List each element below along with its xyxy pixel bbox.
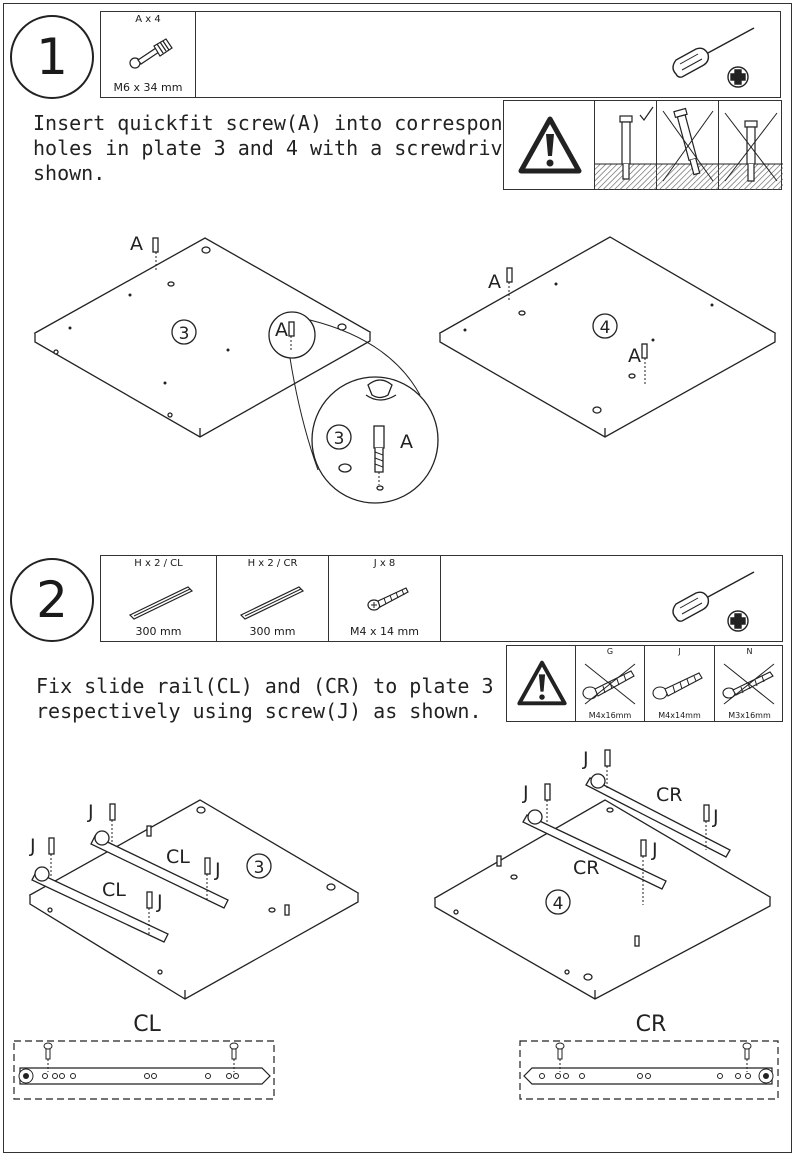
screw-j-label: J xyxy=(712,806,719,828)
rail-detail-right: CR xyxy=(519,1012,779,1100)
screw-j-label: J xyxy=(582,748,589,770)
detail-cr-label: CR xyxy=(636,1012,667,1037)
warning-icon-cell xyxy=(507,646,576,721)
step-2-parts-box: H x 2 / CL 300 mm H x 2 / CR 300 mm J x … xyxy=(100,555,783,642)
part-qty: J x 8 xyxy=(373,558,396,569)
screw-j-label: J xyxy=(156,891,163,913)
screw-a-label: A xyxy=(628,345,641,367)
crossed-screw-icon xyxy=(722,663,775,705)
step-1-number-text: 1 xyxy=(36,28,68,86)
instruction-line: holes in plate 3 and 4 with a screwdrive… xyxy=(33,136,563,160)
part-qty: H x 2 / CR xyxy=(247,558,298,569)
slide-rail-cr-icon xyxy=(239,586,305,620)
plate-4-label: 4 xyxy=(553,894,564,914)
screw-n-letter: N xyxy=(746,647,753,656)
detail-cl-label: CL xyxy=(133,1012,161,1037)
quickfit-screw-icon xyxy=(129,38,173,69)
part-cell-rail-cl: H x 2 / CL 300 mm xyxy=(101,556,217,641)
page-border xyxy=(3,3,792,1153)
warning-triangle-icon xyxy=(518,116,582,174)
step-1-illustration: 3 4 3 A A A A A xyxy=(33,233,777,504)
part-qty: A x 4 xyxy=(135,14,161,25)
screw-a-label: A xyxy=(275,319,288,341)
screwdriver-icon xyxy=(672,571,755,632)
wrong-angle-cell xyxy=(657,101,719,190)
part-size: M4 x 14 mm xyxy=(350,625,419,638)
screw-j-label: J xyxy=(522,782,529,804)
step-1-parts-box: A x 4 M6 x 34 mm xyxy=(100,11,781,98)
slide-rail-cl-icon xyxy=(128,586,194,620)
wood-screw-icon xyxy=(367,587,409,611)
screw-a-label: A xyxy=(130,233,143,255)
warning-triangle-icon xyxy=(517,660,567,706)
rail-cl-label: CL xyxy=(166,846,190,868)
screw-g-size: M4x16mm xyxy=(588,711,632,720)
screw-j-label: J xyxy=(87,801,94,823)
step-2-number-text: 2 xyxy=(36,571,68,629)
wrong-screw-depth-icon xyxy=(719,112,783,190)
warning-icon-cell xyxy=(504,101,595,189)
rail-cl-label: CL xyxy=(102,879,126,901)
screwdriver-icon xyxy=(672,27,755,88)
part-cell-screw-j: J x 8 M4 x 14 mm xyxy=(329,556,441,641)
instruction-line: shown. xyxy=(33,161,106,185)
plate-3-label: 3 xyxy=(254,858,265,878)
screw-a-label: A xyxy=(400,431,413,453)
step-2-instruction: Fix slide rail(CL) and (CR) to plate 3 a… xyxy=(36,674,566,724)
screw-j-label: J xyxy=(651,839,658,861)
part-qty: H x 2 / CL xyxy=(134,558,183,569)
part-size: 300 mm xyxy=(249,625,296,638)
screw-a-label: A xyxy=(488,271,501,293)
screw-j-cell: J M4x14mm xyxy=(645,646,715,721)
plate-4-label: 4 xyxy=(600,318,611,338)
rail-cr-label: CR xyxy=(656,784,682,806)
correct-depth-cell xyxy=(595,101,657,190)
part-size: 300 mm xyxy=(135,625,182,638)
screw-j-label: J xyxy=(214,859,221,881)
crossed-screw-icon xyxy=(582,663,636,705)
screw-g-letter: G xyxy=(606,647,614,656)
screw-g-cell: G M4x16mm xyxy=(576,646,645,721)
rail-cr xyxy=(522,814,667,890)
step-2-illustration: 3 4 CL CL CR CR J J J J J J J J xyxy=(28,748,772,1000)
instruction-line: respectively using screw(J) as shown. xyxy=(36,699,482,723)
screw-j-label: J xyxy=(29,835,36,857)
step-2-warning-box: G M4x16mm J M4x14mm N xyxy=(506,645,783,722)
rail-cr-label: CR xyxy=(573,857,599,879)
correct-screw-icon xyxy=(595,106,657,190)
detail-plate-label: 3 xyxy=(334,429,345,449)
rail-detail-left: CL xyxy=(13,1012,275,1100)
correct-screw-icon xyxy=(652,672,703,700)
rail-cl xyxy=(90,835,229,909)
screw-n-size: M3x16mm xyxy=(728,711,771,720)
step-2-number: 2 xyxy=(10,558,94,642)
step-1-number: 1 xyxy=(10,15,94,99)
screw-n-cell: N M3x16mm xyxy=(715,646,784,721)
wrong-screw-angle-icon xyxy=(657,107,719,190)
rail-cr xyxy=(585,777,731,858)
part-cell-rail-cr: H x 2 / CR 300 mm xyxy=(217,556,329,641)
instruction-line: Fix slide rail(CL) and (CR) to plate 3 a… xyxy=(36,674,566,698)
too-deep-cell xyxy=(719,101,783,190)
screw-j-size: M4x14mm xyxy=(658,711,701,720)
instruction-line: Insert quickfit screw(A) into correspond… xyxy=(33,111,551,135)
part-cell-screw-a: A x 4 M6 x 34 mm xyxy=(101,12,196,97)
part-size: M6 x 34 mm xyxy=(113,81,183,94)
screw-j-letter: J xyxy=(678,647,681,656)
step-1-instruction: Insert quickfit screw(A) into correspond… xyxy=(33,111,563,186)
rail-cl xyxy=(31,871,169,943)
step-1-warning-box xyxy=(503,100,783,190)
plate-3-label: 3 xyxy=(179,324,190,344)
